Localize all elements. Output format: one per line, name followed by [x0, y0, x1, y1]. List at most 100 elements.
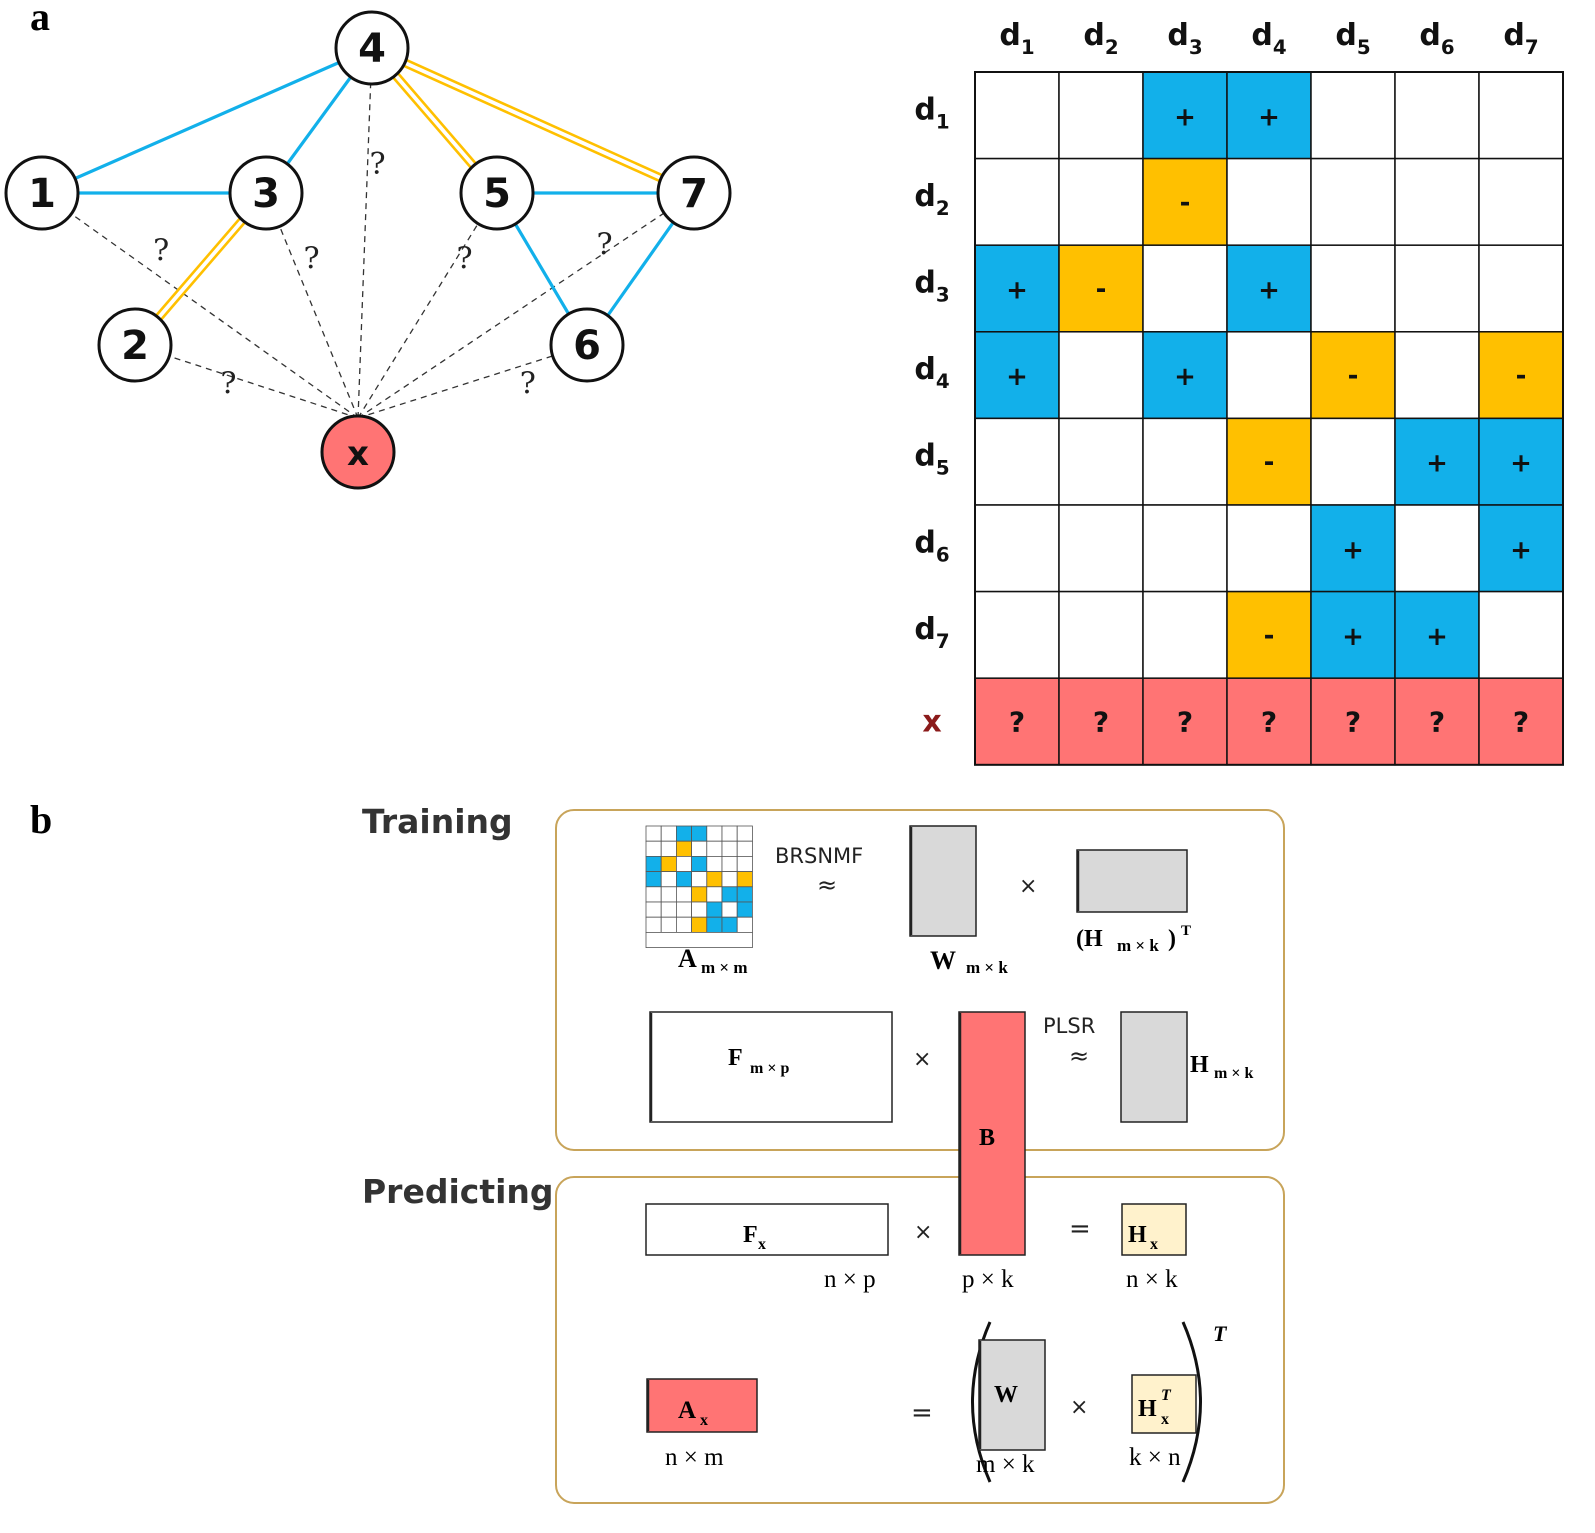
- matrix-cell-value: ?: [1513, 706, 1529, 739]
- mini-cell: [676, 901, 693, 918]
- matrix-cell-d5-d3: [1142, 417, 1228, 506]
- matrix-cell-value: +: [1510, 535, 1532, 565]
- matrix-cell-d1-d2: [1058, 71, 1144, 160]
- matrix-cell-d7-d2: [1058, 590, 1144, 679]
- mini-cell: [721, 916, 738, 933]
- matrix-cell-d6-d3: [1142, 504, 1228, 593]
- matrix-cell-value: ?: [1429, 706, 1445, 739]
- node-2: 2: [97, 307, 173, 383]
- unknown-edge-label-4: ?: [370, 147, 386, 182]
- matrix-cell-value: +: [1510, 449, 1532, 479]
- column-header-d1: d1: [999, 18, 1034, 59]
- mini-cell: [660, 916, 677, 933]
- matrix-cell-d4-d3: [1142, 331, 1228, 420]
- matrix-cell-value: +: [1258, 102, 1280, 132]
- matrix-cell-d4-d1: [974, 331, 1060, 420]
- HxT-superscript: T: [1161, 1387, 1172, 1404]
- matrix-cell-d6-d2: [1058, 504, 1144, 593]
- matrix-cell-d6-d7: [1478, 504, 1564, 593]
- negative-edge-stroke: [370, 49, 694, 198]
- mini-cell: [660, 825, 677, 842]
- node-circle-3: [228, 155, 304, 231]
- matrix-cell-value: +: [1258, 276, 1280, 306]
- column-header-d3: d3: [1167, 18, 1202, 59]
- node-circle-5: [459, 155, 535, 231]
- matrix-cell-d4-d7: [1478, 331, 1564, 420]
- Ax-subscript: x: [700, 1412, 708, 1429]
- matrix-cell-d7-d6: [1394, 590, 1480, 679]
- matrix-cell-value: -: [1348, 361, 1359, 391]
- matrix-cell-x-d3: [1142, 677, 1228, 766]
- mini-cell: [691, 825, 708, 842]
- F-matrix: [649, 1011, 893, 1123]
- node-circle-6: [549, 307, 625, 383]
- matrix-cell-value: +: [1426, 622, 1448, 652]
- negative-edge-4-7: [370, 43, 696, 198]
- row-header-d2: d2: [914, 179, 949, 220]
- Fx-matrix: [645, 1203, 889, 1256]
- node-label-2: 2: [121, 323, 149, 369]
- matrix-cell-d5-d1: [974, 417, 1060, 506]
- mini-cell: [706, 916, 723, 933]
- row-header-d4: d4: [914, 352, 949, 393]
- row-header-d5: d5: [914, 439, 949, 480]
- matrix-cell-value: -: [1264, 621, 1275, 651]
- node-label-5: 5: [483, 171, 511, 217]
- unknown-edge-x-6: [357, 344, 588, 419]
- HxT-subscript: x: [1161, 1411, 1169, 1428]
- matrix-cell-x-d6: [1394, 677, 1480, 766]
- matrix-cell-d1-d5: [1310, 71, 1396, 160]
- mini-cell: [645, 856, 662, 873]
- matrix-cell-d3-d3: [1142, 244, 1228, 333]
- Hx-matrix: [1121, 1203, 1187, 1256]
- node-x: x: [320, 414, 396, 490]
- matrix-cell-d4-d5: [1310, 331, 1396, 420]
- row-header-d1: d1: [914, 92, 949, 133]
- predicting-panel-frame: [555, 1176, 1285, 1504]
- times-sign-1: ×: [1019, 874, 1037, 899]
- Ax-matrix: [646, 1378, 758, 1433]
- row-header-d7: d7: [914, 612, 949, 653]
- unknown-edge-label-7: ?: [596, 227, 612, 262]
- mini-cell: [691, 840, 708, 857]
- matrix-cell-d3-d4: [1226, 244, 1312, 333]
- Ht-superscript: T: [1181, 923, 1191, 939]
- matrix-cell-value: +: [1342, 535, 1364, 565]
- unknown-edges: ???????: [41, 47, 695, 419]
- Fx-subscript: x: [758, 1236, 766, 1253]
- matrix-border: [974, 71, 1564, 766]
- unknown-edge-x-5: [357, 192, 498, 419]
- mini-cell: [691, 871, 708, 888]
- matrix-cell-d7-d1: [974, 590, 1060, 679]
- node-circle-x: [320, 414, 396, 490]
- unknown-edge-x-7: [357, 192, 695, 419]
- W-subscript: m × k: [966, 958, 1008, 977]
- matrix-cell-d6-d4: [1226, 504, 1312, 593]
- equals-sign-1: =: [1069, 1214, 1091, 1244]
- plsr-label: PLSR: [1043, 1014, 1095, 1038]
- matrix-cell-value: +: [1006, 362, 1028, 392]
- node-1: 1: [4, 155, 80, 231]
- Fx-dimension: n × p: [824, 1266, 876, 1293]
- node-7: 7: [656, 155, 732, 231]
- H-label: H: [1190, 1052, 1209, 1078]
- matrix-cell-d6-d1: [974, 504, 1060, 593]
- outer-transpose-T: T: [1213, 1321, 1228, 1346]
- matrix-cell-x-d5: [1310, 677, 1396, 766]
- mini-cell: [736, 901, 753, 918]
- matrix-cell-value: -: [1516, 361, 1527, 391]
- matrix-cell-d1-d7: [1478, 71, 1564, 160]
- known-edges: [41, 43, 696, 348]
- Ht-subscript: m × k: [1117, 936, 1159, 955]
- Hx-dimension: n × k: [1126, 1266, 1178, 1293]
- unknown-edge-label-5: ?: [457, 241, 473, 276]
- matrix-cell-d1-d6: [1394, 71, 1480, 160]
- mini-cell: [736, 840, 753, 857]
- mini-adjacency-matrix-A: [645, 825, 753, 949]
- matrix-cell-d7-d3: [1142, 590, 1228, 679]
- positive-edge-1-4: [41, 46, 373, 195]
- mini-cell: [721, 856, 738, 873]
